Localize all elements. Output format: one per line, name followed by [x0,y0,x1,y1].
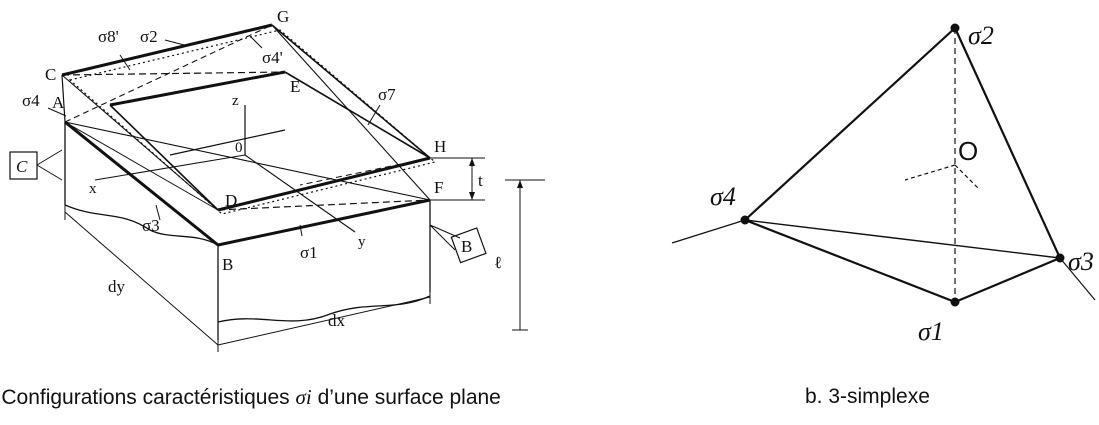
edge-D-H [217,156,431,212]
edge-s4-s3 [744,219,1061,259]
edge-inner-top [109,70,286,107]
support-right-lines [429,224,461,251]
dashed-D-F [217,199,431,211]
dim-l [505,179,545,331]
edge-A-B [64,120,219,247]
label-dx: dx [328,311,346,330]
support-box-left-label: C [16,157,28,176]
label-C: C [45,65,56,84]
plate-diagram [9,23,545,352]
simplex-label-s2: σ2 [968,21,994,50]
label-G: G [277,7,289,26]
caption-b: b. 3-simplexe [805,385,930,408]
label-sigma7: σ7 [378,85,396,104]
axis-x [94,154,246,181]
dashed-A-G [64,24,273,123]
support-box-right [450,227,487,264]
vertex-s1 [950,297,960,307]
diag-C-D [61,74,219,211]
vertex-s2 [950,23,960,33]
label-D: D [225,191,237,210]
edge-C-G [61,23,273,77]
edge-G-H [271,24,431,159]
pointer-s4 [47,107,67,117]
simplex-label-s4: σ4 [710,182,736,211]
edge-s4-s1 [744,218,956,304]
edge-s1-s3 [954,256,1061,304]
block-outline [64,122,431,340]
diag-A-F [64,121,431,201]
support-box-right-label: B [461,237,472,256]
axis-label-z: z [232,93,239,109]
label-sigma8p: σ8' [98,27,119,46]
label-A: A [52,93,65,112]
label-F: F [434,178,443,197]
edge-inner-left [109,104,219,211]
label-sigma4: σ4 [22,91,40,110]
label-B: B [222,255,233,274]
plate-labels: A B C D E F G H z x y 0 σ4 σ2 σ8' σ4' σ7… [16,7,502,330]
label-t: t [478,171,483,190]
edge-inner-back [169,129,286,156]
pointer-s3 [155,204,161,221]
pointer-s4p [249,35,263,49]
edge-s2-s4 [744,27,956,221]
simplex-label-s1: σ1 [918,317,944,346]
pointer-s8p [119,54,131,71]
vertex-s4 [740,215,750,225]
label-sigma3: σ3 [142,216,160,235]
origin-marker [904,164,979,189]
edge-B-F [217,198,431,247]
label-sigma1: σ1 [300,243,318,262]
pointer-s1 [299,224,303,237]
diag-G-F [271,24,431,201]
pointer-s7 [367,104,381,126]
vertex-s3 [1055,253,1065,263]
caption-a-prefix: a. Configurations caractéristiques [0,386,290,409]
label-dy: dy [108,277,126,296]
edge-s2-s3 [953,27,1062,259]
diag-A-D [64,121,219,211]
pointer-s2 [164,39,189,47]
block-wavy-bottom [217,295,431,323]
support-left-lines [36,149,63,181]
label-sigma4p: σ4' [262,48,283,67]
figure-canvas: A B C D E F G H z x y 0 σ4 σ2 σ8' σ4' σ7… [9,7,1096,352]
dotted-top [68,29,437,215]
label-sigma2: σ2 [140,27,158,46]
label-E: E [290,77,300,96]
dashed-C-E [61,71,286,76]
label-H: H [434,137,446,156]
label-l: ℓ [494,253,502,272]
axis-label-origin: 0 [235,140,243,156]
simplex-diagram [671,23,1096,307]
tail-s4 [671,219,746,244]
caption-a-symbol: σi [295,385,312,409]
axis-y [244,154,356,233]
dim-l-arrow [517,180,523,188]
caption-a: a. Configurations caractéristiques σi d’… [0,385,680,410]
tail-s3 [1059,257,1096,301]
caption-a-suffix: d’une surface plane [317,386,501,409]
dashed-H-F [299,157,431,186]
edge-C-A [61,74,66,123]
simplex-label-s3: σ3 [1068,247,1094,276]
axis-label-x: x [89,181,97,197]
simplex-labels: σ2 σ4 σ1 σ3 O [710,21,1094,346]
axis-label-y: y [358,234,366,250]
dim-dx [217,290,431,346]
edge-E-H [284,71,431,159]
support-box-left [9,151,38,180]
simplex-label-origin: O [958,136,978,166]
